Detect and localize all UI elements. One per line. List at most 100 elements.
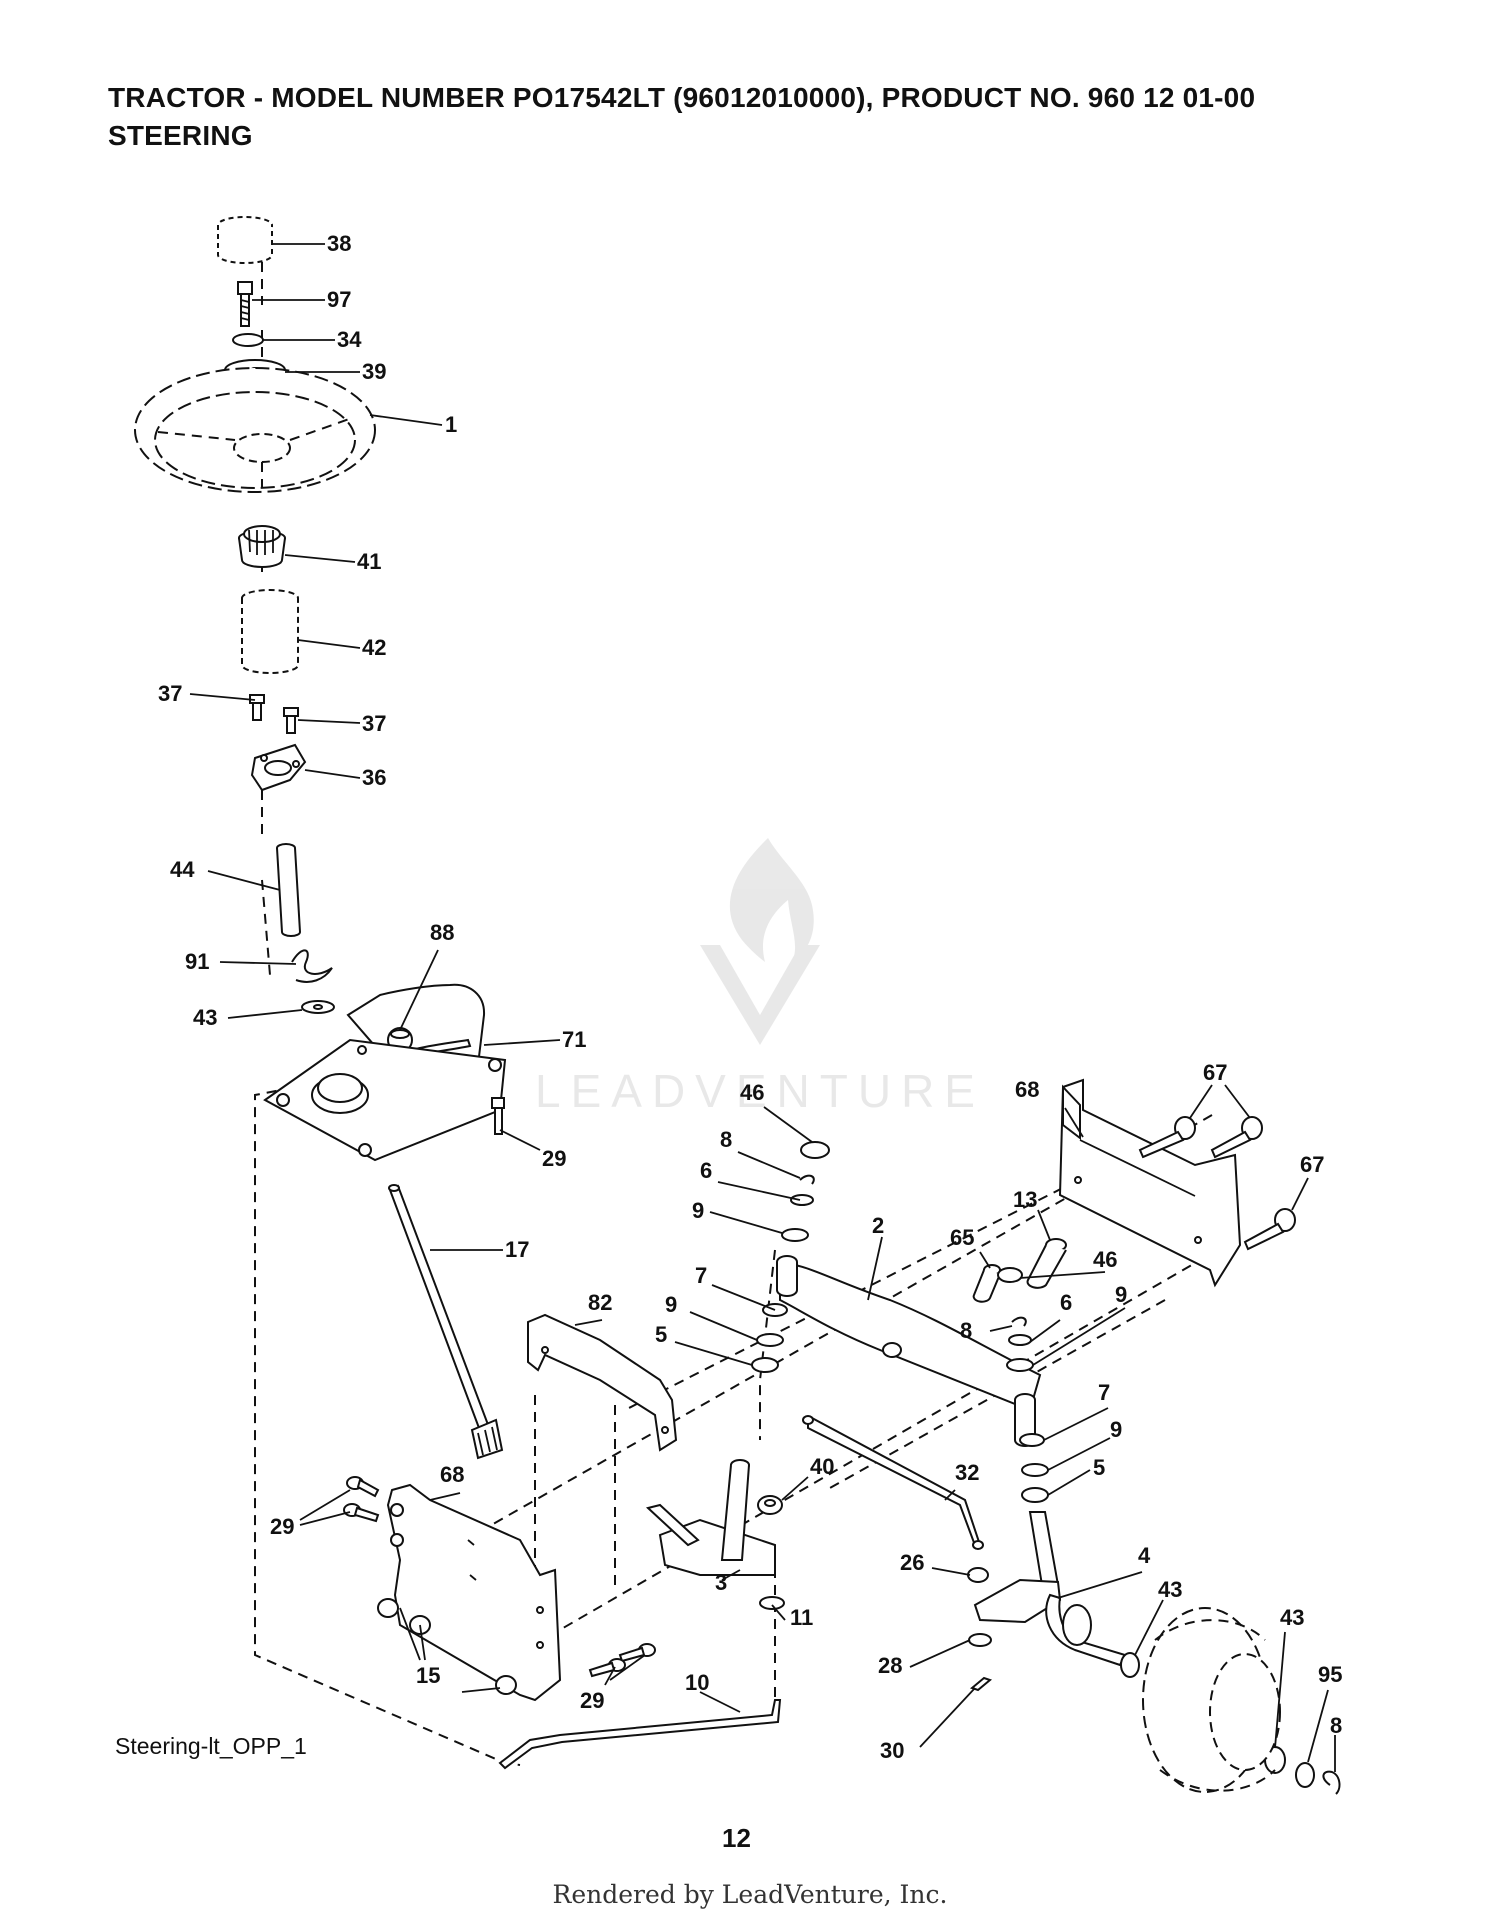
callout-4: 4 (1138, 1543, 1151, 1568)
callout-67-upper: 67 (1203, 1060, 1227, 1085)
footer-credit: Rendered by LeadVenture, Inc. (552, 1880, 948, 1909)
callout-5-left: 5 (655, 1322, 667, 1347)
washer-6-left (790, 1194, 814, 1206)
callout-15: 15 (416, 1663, 440, 1688)
bolt-29-right-a (618, 1643, 656, 1663)
washer-28 (968, 1633, 992, 1647)
callout-40: 40 (810, 1454, 834, 1479)
washer-43-inner (1120, 1652, 1140, 1678)
bolt-37-right (283, 707, 299, 734)
bolt-67-b (1210, 1116, 1263, 1159)
bolt-97 (237, 281, 253, 327)
callout-5-right: 5 (1093, 1455, 1105, 1480)
callout-11: 11 (790, 1605, 813, 1630)
gearbox-plate (263, 1038, 507, 1162)
washer-95 (1295, 1762, 1315, 1788)
callout-37-left: 37 (158, 681, 182, 706)
callout-88: 88 (430, 920, 454, 945)
bushing-flange-36 (250, 743, 307, 792)
washer-43-upper (301, 1000, 335, 1014)
callout-8-mid: 8 (960, 1318, 972, 1343)
steering-cap-38 (217, 216, 273, 264)
callout-26: 26 (900, 1550, 924, 1575)
callout-3: 3 (715, 1570, 727, 1595)
leadventure-watermark: LEADVENTURE (535, 838, 975, 1117)
callout-43-middle: 43 (1158, 1577, 1182, 1602)
callout-42: 42 (362, 635, 386, 660)
bolt-29-gearbox (491, 1097, 505, 1135)
steering-boot-42 (241, 589, 299, 674)
callout-28: 28 (878, 1653, 902, 1678)
bracket-68-lower (386, 1483, 562, 1702)
callout-34: 34 (337, 327, 362, 352)
nut-26 (967, 1567, 989, 1583)
callout-7-right: 7 (1098, 1380, 1110, 1405)
callout-9-mid-left: 9 (665, 1292, 677, 1317)
washer-9-upper-left (781, 1228, 809, 1242)
washer-11 (759, 1596, 785, 1610)
page-title: TRACTOR - MODEL NUMBER PO17542LT (960120… (108, 82, 1256, 113)
callout-82: 82 (588, 1290, 612, 1315)
callout-38: 38 (327, 231, 351, 256)
callout-68-lower: 68 (440, 1462, 464, 1487)
callout-46-lower: 46 (1093, 1247, 1117, 1272)
steering-shaft-44 (276, 843, 302, 937)
callout-leader-lines (189, 243, 1336, 1772)
bracket-82 (527, 1313, 678, 1452)
callout-6-mid: 6 (1060, 1290, 1072, 1315)
callout-1: 1 (445, 412, 457, 437)
washer-6-right (1008, 1334, 1032, 1346)
callout-29-left: 29 (270, 1514, 294, 1539)
snap-ring-34 (232, 333, 264, 347)
callout-13: 13 (1013, 1187, 1037, 1212)
bolt-67-a (1138, 1116, 1196, 1159)
spindle-4 (973, 1511, 1127, 1667)
spacer-65 (972, 1264, 1001, 1303)
callout-8-wheel: 8 (1330, 1713, 1342, 1738)
clip-8-wheel (1322, 1770, 1341, 1795)
bearing-5-right (1021, 1487, 1049, 1503)
spring-clip-91 (291, 949, 333, 983)
callout-43-upper: 43 (193, 1005, 217, 1030)
callout-65: 65 (950, 1225, 974, 1250)
bolt-29-right-b (588, 1658, 626, 1678)
page-subtitle: STEERING (108, 120, 253, 151)
callout-8-upper: 8 (720, 1127, 732, 1152)
steering-shaft-17 (388, 1184, 504, 1460)
washer-9-upper-right (1006, 1358, 1034, 1372)
bearing-7-right (1019, 1433, 1045, 1447)
drag-link-32 (802, 1415, 984, 1550)
bracket-68-upper (1058, 1078, 1242, 1288)
bolt-37-left (249, 694, 265, 721)
callout-44: 44 (170, 857, 195, 882)
cap-46-lower (997, 1267, 1023, 1283)
callout-91: 91 (185, 949, 209, 974)
washer-9-lower-right (1021, 1463, 1049, 1477)
callout-71: 71 (562, 1027, 586, 1052)
bolt-67-c (1243, 1208, 1296, 1251)
callout-17: 17 (505, 1237, 529, 1262)
callout-10: 10 (685, 1670, 709, 1695)
cotter-pin-30 (969, 1676, 993, 1692)
callout-32: 32 (955, 1460, 979, 1485)
spacer-13 (1026, 1238, 1067, 1289)
page-number: 12 (722, 1823, 751, 1853)
callout-29-gearbox: 29 (542, 1146, 566, 1171)
front-axle-2 (776, 1255, 1042, 1447)
front-wheel (1142, 1607, 1281, 1793)
callout-95: 95 (1318, 1662, 1342, 1687)
bearing-5-left (751, 1357, 779, 1373)
callout-30: 30 (880, 1738, 904, 1763)
callout-37-right: 37 (362, 711, 386, 736)
callout-9-upper-left: 9 (692, 1198, 704, 1223)
figure-code: Steering-lt_OPP_1 (115, 1733, 307, 1759)
steering-arm-3 (645, 1459, 776, 1576)
callout-41: 41 (357, 549, 381, 574)
callout-36: 36 (362, 765, 386, 790)
washer-9-lower-left (756, 1333, 784, 1347)
nut-15-a (377, 1598, 399, 1618)
tie-rod-10 (498, 1699, 782, 1770)
callout-9-lower-right: 9 (1110, 1417, 1122, 1442)
callout-39: 39 (362, 359, 386, 384)
